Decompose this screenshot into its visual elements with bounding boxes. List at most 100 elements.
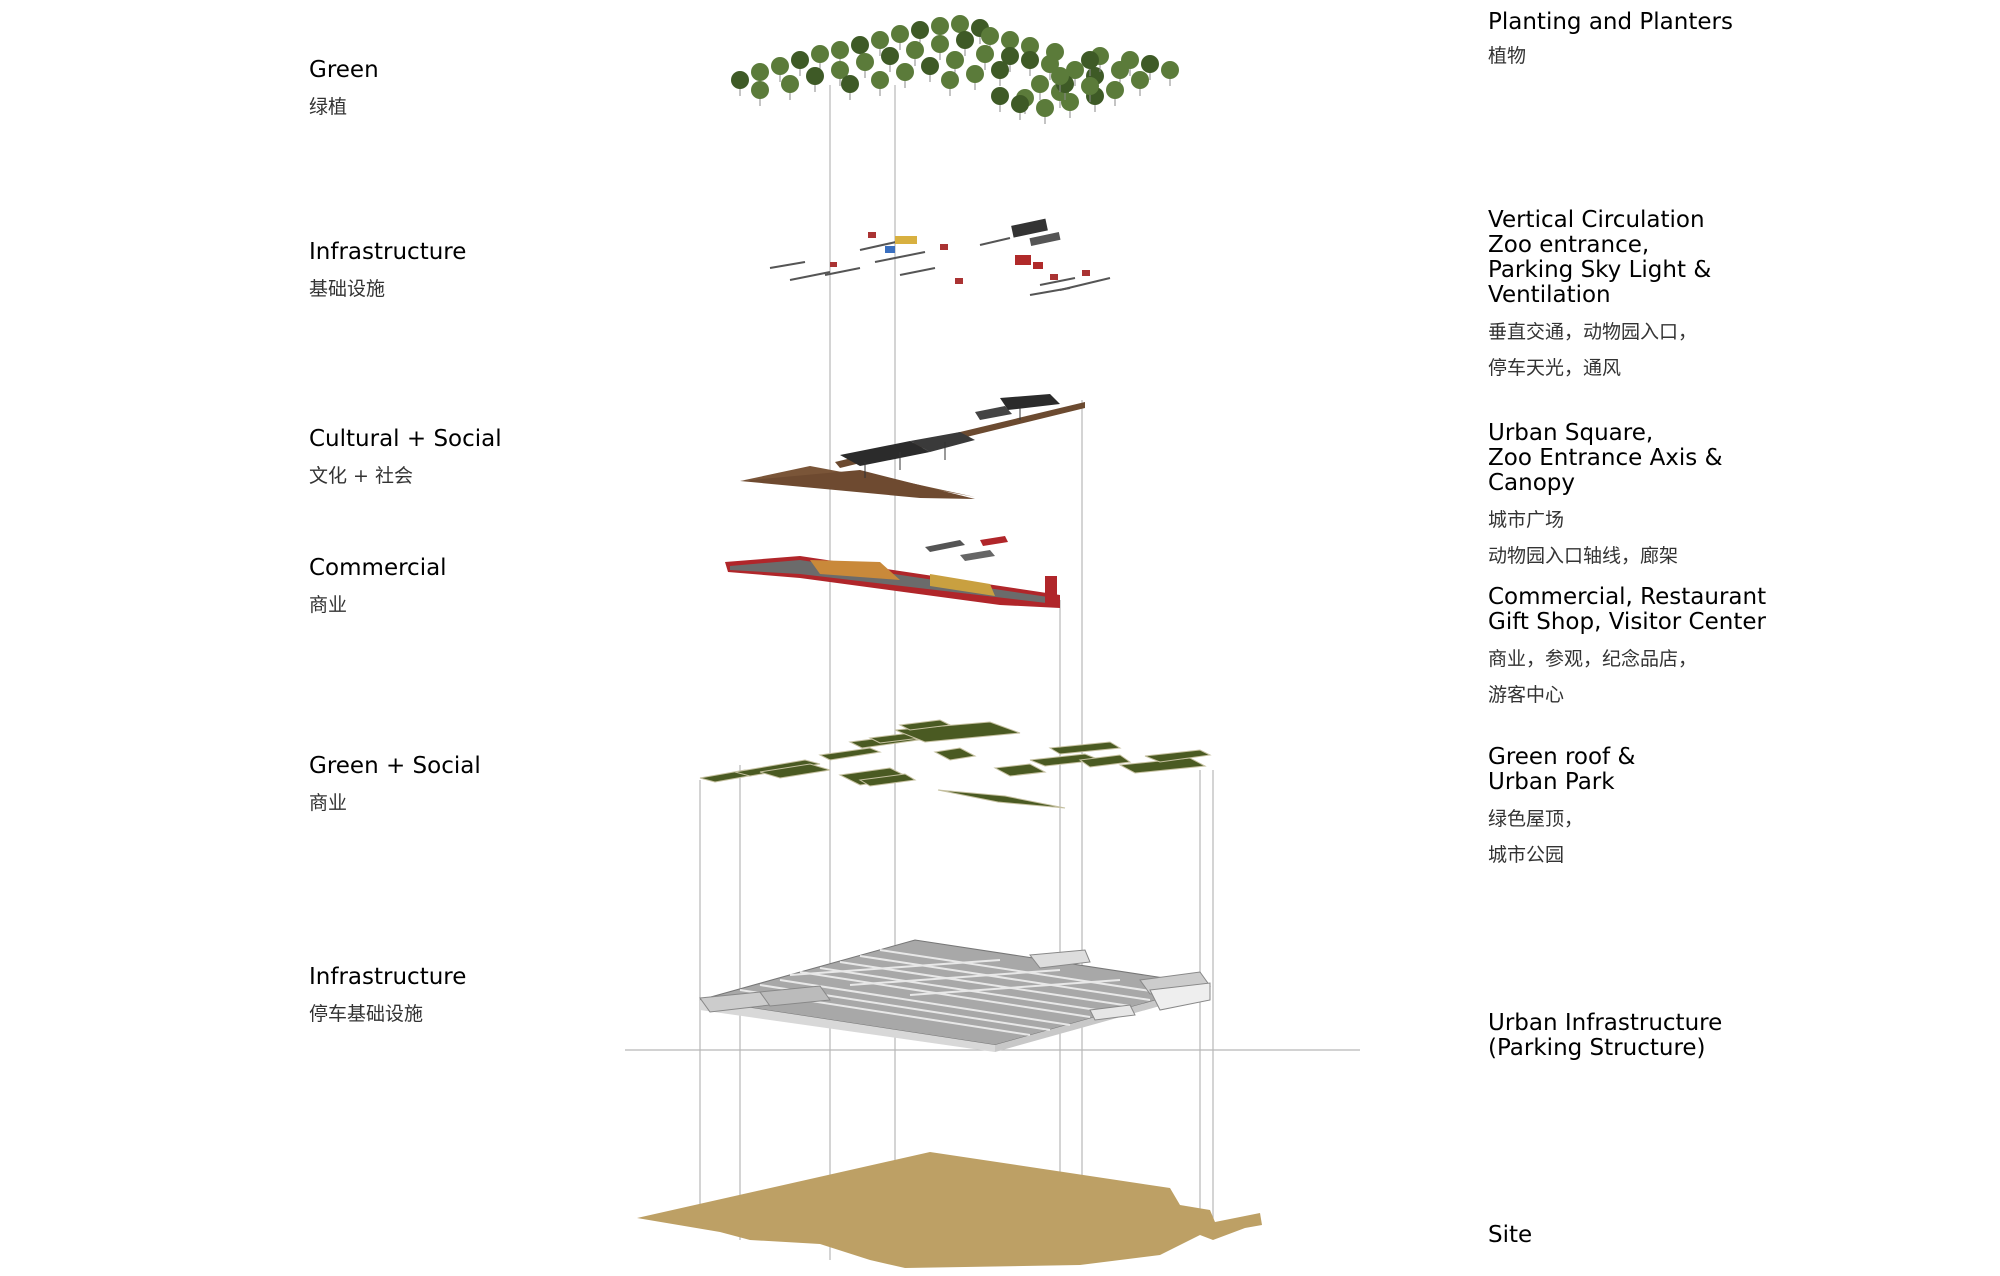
layer-subtitle-left: 停车基础设施 [309, 1003, 424, 1025]
layer-desc-subtitle: 动物园入口轴线，廊架 [1488, 545, 1679, 567]
tree-crown [851, 36, 869, 54]
planting-layer [731, 15, 1179, 124]
tree-crown [1161, 61, 1179, 79]
layer-title-left: Green [309, 57, 379, 83]
tree-crown [966, 65, 984, 83]
tree-crown [896, 63, 914, 81]
layer-desc-title: Canopy [1488, 470, 1576, 496]
label-cultural-social: Cultural + Social 文化 + 社会 [309, 427, 502, 494]
layer-subtitle-left: 商业 [309, 594, 348, 616]
tree-crown [1001, 31, 1019, 49]
tree-crown [946, 51, 964, 69]
tree-crown [976, 45, 994, 63]
desc-vertical-circulation: Vertical Circulation Zoo entrance, Parki… [1488, 208, 1711, 386]
desc-site: Site [1488, 1223, 1532, 1248]
layer-subtitle-left: 绿植 [309, 96, 348, 118]
layer-desc-title: Commercial, Restaurant [1488, 584, 1767, 610]
layer-desc-title: Site [1488, 1222, 1533, 1248]
urban-square-layer [740, 394, 1085, 499]
layer-desc-title: Urban Infrastructure [1488, 1010, 1723, 1036]
tree-crown [991, 87, 1009, 105]
tree-crown [1106, 81, 1124, 99]
desc-commercial: Commercial, Restaurant Gift Shop, Visito… [1488, 585, 1766, 713]
tree-crown [831, 61, 849, 79]
label-parking-infrastructure: Infrastructure 停车基础设施 [309, 965, 466, 1032]
site-layer [637, 1152, 1262, 1268]
tree-crown [941, 71, 959, 89]
layer-title-left: Cultural + Social [309, 426, 502, 452]
tree-crown [1021, 51, 1039, 69]
tree-crown [871, 71, 889, 89]
layer-subtitle-left: 文化 + 社会 [309, 465, 413, 487]
layer-desc-title: Urban Square, [1488, 420, 1654, 446]
label-green: Green 绿植 [309, 58, 379, 125]
tree-crown [931, 17, 949, 35]
tree-crown [751, 63, 769, 81]
tree-crown [1081, 51, 1099, 69]
layer-desc-subtitle: 商业，参观，纪念品店， [1488, 648, 1698, 670]
layer-desc-title: Zoo entrance, [1488, 232, 1650, 258]
tree-crown [891, 25, 909, 43]
tree-crown [911, 21, 929, 39]
tree-crown [1001, 47, 1019, 65]
layer-desc-subtitle: 游客中心 [1488, 684, 1565, 706]
tree-crown [1031, 75, 1049, 93]
layer-desc-subtitle: 城市广场 [1488, 509, 1565, 531]
layer-desc-title: Zoo Entrance Axis & [1488, 445, 1723, 471]
tree-crown [881, 47, 899, 65]
layer-desc-subtitle: 停车天光，通风 [1488, 357, 1622, 379]
tree-crown [956, 31, 974, 49]
label-green-social: Green + Social 商业 [309, 754, 481, 821]
tree-crown [1011, 95, 1029, 113]
tree-crown [791, 51, 809, 69]
tree-crown [1066, 61, 1084, 79]
tree-crown [1036, 99, 1054, 117]
commercial-layer [725, 536, 1060, 608]
layer-desc-subtitle: 植物 [1488, 45, 1527, 67]
green-roof-layer [699, 719, 1212, 809]
tree-crown [1061, 93, 1079, 111]
layer-desc-title: Green roof & [1488, 744, 1636, 770]
desc-urban-square: Urban Square, Zoo Entrance Axis & Canopy… [1488, 421, 1723, 574]
vertical-circulation-layer [769, 218, 1111, 296]
tree-crown [1021, 37, 1039, 55]
layer-desc-title: Parking Sky Light & [1488, 257, 1712, 283]
layer-desc-title: Gift Shop, Visitor Center [1488, 609, 1766, 635]
layer-subtitle-left: 商业 [309, 792, 348, 814]
layer-title-left: Infrastructure [309, 964, 467, 990]
tree-crown [1121, 51, 1139, 69]
tree-crown [856, 53, 874, 71]
layer-desc-subtitle: 绿色屋顶， [1488, 808, 1584, 830]
layer-desc-title: Ventilation [1488, 282, 1611, 308]
tree-crown [951, 15, 969, 33]
tree-crown [906, 41, 924, 59]
vertical-guide-lines [625, 85, 1360, 1262]
tree-crown [1141, 55, 1159, 73]
layer-desc-title: Vertical Circulation [1488, 207, 1705, 233]
layer-desc-subtitle: 垂直交通，动物园入口， [1488, 321, 1698, 343]
tree-crown [811, 45, 829, 63]
layer-title-left: Infrastructure [309, 239, 467, 265]
label-infrastructure: Infrastructure 基础设施 [309, 240, 466, 307]
tree-crown [871, 31, 889, 49]
tree-crown [841, 75, 859, 93]
layer-title-left: Green + Social [309, 753, 481, 779]
tree-crown [981, 27, 999, 45]
layer-desc-title: (Parking Structure) [1488, 1035, 1706, 1061]
label-commercial: Commercial 商业 [309, 556, 447, 623]
tree-crown [781, 75, 799, 93]
parking-layer [699, 939, 1211, 1052]
tree-crown [806, 67, 824, 85]
desc-parking: Urban Infrastructure (Parking Structure) [1488, 1011, 1722, 1061]
layer-desc-subtitle: 城市公园 [1488, 844, 1565, 866]
tree-crown [1041, 55, 1059, 73]
tree-crown [991, 61, 1009, 79]
desc-green-roof: Green roof & Urban Park 绿色屋顶， 城市公园 [1488, 745, 1635, 873]
tree-crown [921, 57, 939, 75]
layer-desc-title: Urban Park [1488, 769, 1615, 795]
desc-planting: Planting and Planters 植物 [1488, 10, 1733, 71]
tree-crown [931, 35, 949, 53]
tree-crown [1081, 77, 1099, 95]
tree-crown [1051, 67, 1069, 85]
